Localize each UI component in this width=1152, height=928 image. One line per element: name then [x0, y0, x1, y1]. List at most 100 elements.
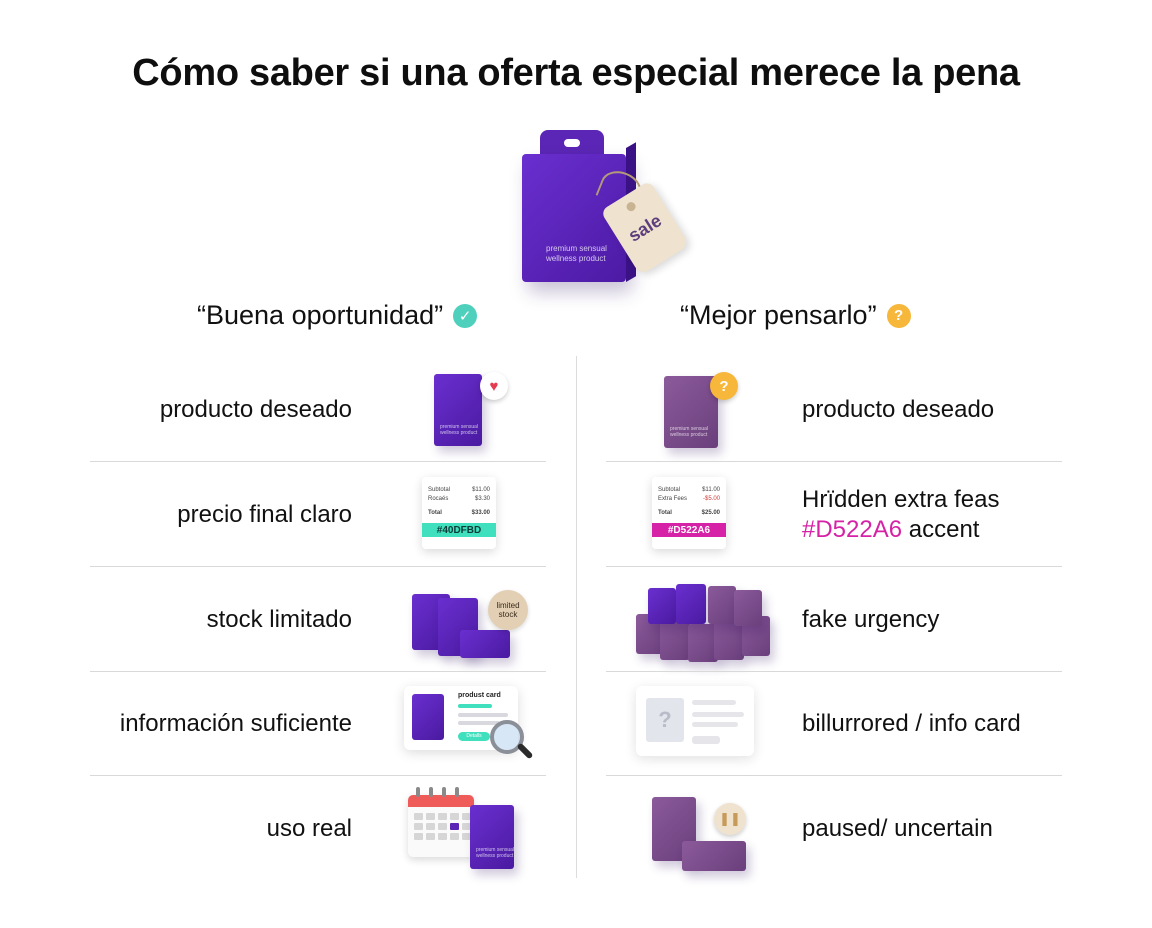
right-row-blurred-info: ? billurrored / info card: [606, 672, 1062, 776]
blurred-line: [692, 712, 744, 717]
row-divider: [606, 671, 1062, 672]
blurred-line: [692, 722, 738, 727]
row-label: paused/ uncertain: [802, 815, 993, 842]
pause-icon: ❚❚: [714, 803, 746, 835]
product-box-text: premium sensual wellness product: [546, 244, 607, 263]
heading-think-twice-text: “Mejor pensarlo”: [680, 300, 877, 330]
calendar-days: [414, 813, 471, 840]
right-row-desired-product: premium sensual wellness product ? produ…: [606, 358, 1062, 462]
left-row-clear-price: precio final claro Subtotal $11.00 Rocaé…: [90, 463, 546, 567]
column-divider: [576, 356, 577, 878]
receipt-line-label: Subtotal: [658, 487, 681, 493]
receipt-line-value: $11.00: [472, 487, 490, 493]
receipt-line-label: Rocaés: [428, 496, 449, 502]
product-box: [682, 841, 746, 871]
row-label: billurrored / info card: [802, 710, 1021, 737]
product-box: premium sensual wellness product: [470, 805, 514, 869]
row-label: Hrïdden extra feas #D522A6 accent: [802, 485, 999, 545]
receipt-code-bar: #D522A6: [652, 523, 726, 537]
blurred-card: ?: [636, 686, 754, 756]
left-row-enough-info: información suficiente produst card Deta…: [90, 672, 546, 776]
hero-product-illustration: premium sensual wellness product sale: [512, 126, 692, 292]
product-box-text: premium sensual wellness product: [440, 424, 479, 436]
heart-icon: ♥: [480, 372, 508, 400]
row-divider: [606, 566, 1062, 567]
right-row-fake-urgency: fake urgency: [606, 568, 1062, 672]
row-divider: [90, 775, 546, 776]
row-divider: [606, 775, 1062, 776]
row-label: fake urgency: [802, 606, 940, 633]
text-line: [458, 713, 508, 717]
row-label: información suficiente: [119, 710, 352, 737]
row-label: precio final claro: [177, 501, 352, 528]
row-divider: [90, 671, 546, 672]
check-icon: ✓: [453, 303, 478, 328]
row-label: producto deseado: [802, 396, 995, 423]
calendar-rings: [416, 787, 472, 797]
row-divider: [90, 461, 546, 462]
product-box-text: premium sensual wellness product: [476, 847, 515, 859]
box-pile-icon: [622, 572, 770, 668]
product-box: [734, 590, 762, 626]
calendar-header: [408, 795, 474, 807]
question-icon: ?: [886, 303, 911, 328]
row-label: stock limitado: [206, 606, 352, 633]
product-box: premium sensual wellness product: [664, 376, 718, 448]
calendar-icon: [408, 795, 474, 857]
row-divider: [606, 461, 1062, 462]
receipt-line-value: $3.30: [474, 496, 490, 502]
right-row-hidden-fees: Subtotal $11.00 Extra Fees -$5.00 Total …: [606, 463, 1062, 567]
receipt-line-label: Subtotal: [428, 487, 451, 493]
receipt-total-label: Total: [658, 510, 672, 516]
blurred-card-icon: ?: [622, 676, 762, 772]
product-box: [660, 620, 690, 660]
product-question-illustration: premium sensual wellness product ?: [622, 362, 762, 458]
receipt-icon: Subtotal $11.00 Rocaés $3.30 Total $33.0…: [404, 467, 544, 563]
limited-stock-illustration: limited stock: [404, 572, 544, 668]
receipt-total-value: $25.00: [701, 510, 720, 516]
left-row-limited-stock: stock limitado limited stock: [90, 568, 546, 672]
left-row-desired-product: producto deseado premium sensual wellnes…: [90, 358, 546, 462]
row-divider: [90, 566, 546, 567]
product-heart-illustration: premium sensual wellness product ♥: [404, 362, 544, 458]
product-box: premium sensual wellness product: [434, 374, 482, 446]
card-title: produst card: [458, 692, 501, 699]
blurred-button: [692, 736, 720, 744]
accent-text: accent: [902, 516, 980, 543]
receipt-total-value: $33.00: [471, 510, 490, 516]
sale-tag-label: sale: [624, 210, 666, 246]
page-title: Cómo saber si una oferta especial merece…: [132, 52, 1020, 94]
text-line: [458, 721, 500, 725]
receipt-line-value: $11.00: [702, 487, 720, 493]
receipt-icon: Subtotal $11.00 Extra Fees -$5.00 Total …: [622, 467, 762, 563]
magnifier-handle: [516, 742, 534, 760]
heading-good-deal-text: “Buena oportunidad”: [197, 300, 444, 330]
rating-bar: [458, 704, 492, 708]
heading-good-deal: “Buena oportunidad” ✓: [197, 300, 478, 331]
left-row-real-use: uso real premium sensual wellness produc…: [90, 777, 546, 881]
product-box: [714, 620, 744, 660]
product-box: [688, 624, 718, 662]
product-box-text: premium sensual wellness product: [670, 426, 709, 438]
product-box: [460, 630, 510, 658]
row-label: uso real: [266, 815, 352, 842]
row-label-line1: Hrïdden extra feas: [802, 486, 1000, 513]
blurred-line: [692, 700, 736, 705]
row-label: producto deseado: [159, 396, 352, 423]
question-bubble-icon: ?: [710, 372, 738, 400]
product-thumbnail: [412, 694, 444, 740]
receipt-line-value: -$5.00: [702, 496, 720, 502]
image-placeholder-icon: ?: [646, 698, 684, 742]
product-box: [648, 588, 676, 624]
paused-illustration: ❚❚: [622, 781, 762, 877]
receipt: Subtotal $11.00 Rocaés $3.30 Total $33.0…: [422, 477, 496, 549]
receipt: Subtotal $11.00 Extra Fees -$5.00 Total …: [652, 477, 726, 549]
details-button: Detalls: [458, 732, 490, 741]
receipt-code-bar: #40DFBD: [422, 523, 496, 537]
product-box: [676, 584, 706, 624]
row-label-line2: #D522A6 accent: [802, 515, 999, 545]
receipt-line-label: Extra Fees: [658, 496, 688, 502]
heading-think-twice: “Mejor pensarlo” ?: [680, 300, 911, 331]
receipt-total-label: Total: [428, 510, 442, 516]
right-row-paused: ❚❚ paused/ uncertain: [606, 777, 1062, 881]
